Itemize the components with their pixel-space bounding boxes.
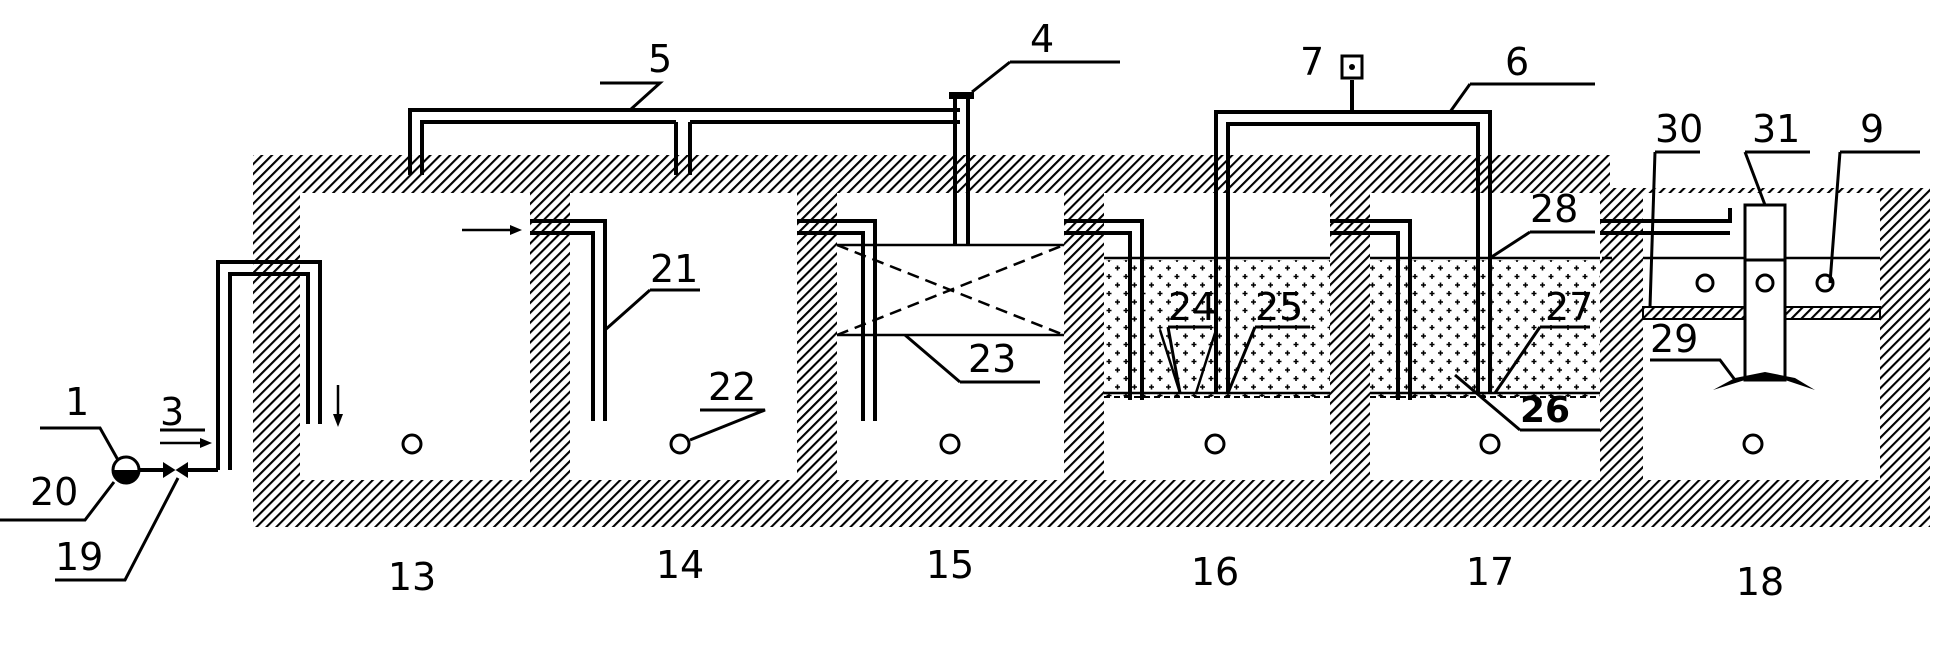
filter-unit bbox=[836, 243, 1065, 337]
tank-label-14: 14 bbox=[656, 543, 704, 587]
leader-22 bbox=[689, 408, 766, 442]
label-29: 29 bbox=[1650, 317, 1698, 361]
label-30: 30 bbox=[1655, 107, 1703, 151]
vent-hole bbox=[1204, 433, 1226, 455]
disinfection-unit-31 bbox=[1743, 203, 1787, 262]
leader-9 bbox=[1828, 150, 1920, 284]
transfer-pipe-21 bbox=[530, 219, 607, 421]
vent-cap-4 bbox=[949, 92, 974, 99]
label-9: 9 bbox=[1860, 107, 1884, 151]
vent-hole bbox=[939, 433, 961, 455]
vent-hole bbox=[1479, 433, 1501, 455]
transfer-pipe-16 bbox=[1064, 219, 1144, 400]
leader-19 bbox=[55, 477, 180, 582]
leader-20 bbox=[0, 481, 116, 522]
tank-label-18: 18 bbox=[1736, 560, 1784, 604]
label-22: 22 bbox=[708, 365, 756, 409]
tank-label-17: 17 bbox=[1466, 550, 1514, 594]
leader-31 bbox=[1743, 150, 1810, 206]
label-19: 19 bbox=[55, 535, 103, 579]
cone-29 bbox=[1713, 372, 1815, 390]
label-23: 23 bbox=[968, 337, 1016, 381]
tank-14-interior bbox=[570, 193, 797, 480]
vent-hole bbox=[401, 433, 423, 455]
leader-28 bbox=[1489, 230, 1595, 260]
air-header-pipe bbox=[408, 108, 960, 175]
leader-1 bbox=[40, 426, 120, 461]
tank-13-interior bbox=[300, 193, 530, 480]
label-28: 28 bbox=[1530, 187, 1578, 231]
label-20: 20 bbox=[30, 470, 78, 514]
leader-5 bbox=[600, 81, 664, 112]
leader-30 bbox=[1648, 150, 1700, 308]
label-31: 31 bbox=[1752, 107, 1800, 151]
tank-label-13: 13 bbox=[388, 555, 436, 599]
leader-29 bbox=[1650, 358, 1737, 381]
tank-body bbox=[253, 155, 1930, 527]
label-27: 27 bbox=[1545, 285, 1593, 329]
label-5: 5 bbox=[648, 37, 672, 81]
label-6: 6 bbox=[1505, 40, 1529, 84]
label-25: 25 bbox=[1255, 285, 1303, 329]
transfer-pipe-18 bbox=[1600, 208, 1732, 235]
label-24: 24 bbox=[1168, 285, 1216, 329]
transfer-pipe-17 bbox=[1330, 219, 1412, 400]
label-26: 26 bbox=[1520, 390, 1570, 431]
leader-23 bbox=[904, 333, 1040, 384]
leader-25 bbox=[1226, 325, 1310, 394]
leader-24 bbox=[1166, 325, 1210, 394]
vent-hole bbox=[669, 433, 691, 455]
transfer-pipe-15 bbox=[797, 219, 877, 421]
leader-4 bbox=[971, 60, 1120, 94]
valve bbox=[163, 462, 188, 478]
label-7: 7 bbox=[1300, 40, 1324, 84]
leader-26 bbox=[1454, 373, 1600, 432]
leader-21 bbox=[604, 288, 700, 332]
label-4: 4 bbox=[1030, 17, 1054, 61]
label-1: 1 bbox=[65, 380, 89, 424]
inlet-pipe bbox=[216, 260, 322, 470]
leader-27 bbox=[1493, 325, 1590, 394]
tank-label-16: 16 bbox=[1191, 550, 1239, 594]
label-3: 3 bbox=[160, 390, 184, 434]
label-21: 21 bbox=[650, 247, 698, 291]
vent-hole bbox=[1742, 433, 1764, 455]
tank-label-15: 15 bbox=[926, 543, 974, 587]
leader-6 bbox=[1448, 82, 1595, 113]
